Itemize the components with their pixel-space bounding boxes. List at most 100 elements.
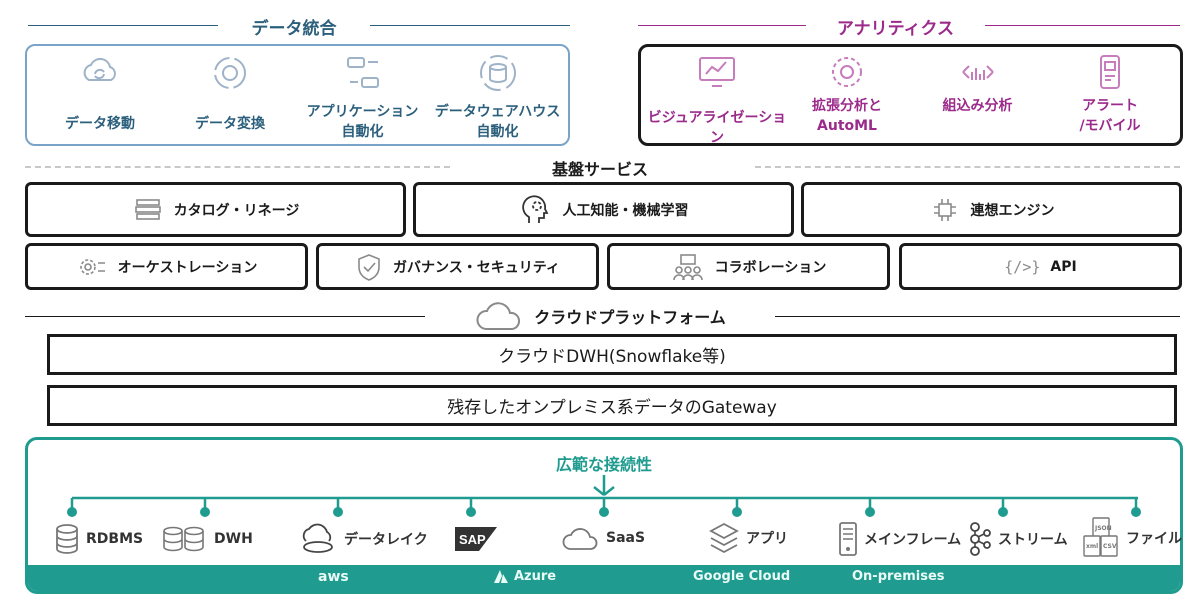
foundation-box-orchestration: オーケストレーション	[25, 243, 308, 290]
connectivity-item-label: DWH	[214, 531, 253, 547]
connectivity-item-mainframe: メインフレーム	[838, 521, 961, 557]
analytics-item-label-2: AutoML	[817, 118, 877, 134]
mobile-alert-icon	[1100, 55, 1120, 89]
data-integration-item-label-2: 自動化	[476, 124, 519, 140]
foundation-divider-left	[25, 166, 450, 168]
foundation-box-label: ガバナンス・セキュリティ	[393, 259, 560, 276]
server-icon	[839, 522, 857, 556]
gears-icon	[79, 258, 105, 275]
ai-head-icon	[521, 194, 548, 223]
gateway-bar: 残存したオンプレミス系データのGateway	[47, 385, 1177, 426]
analytics-item-visualization: ビジュアライゼーション	[642, 52, 792, 146]
database-icon	[56, 524, 78, 554]
foundation-box-governance: ガバナンス・セキュリティ	[316, 243, 599, 290]
data-integration-item-label-2: 自動化	[341, 124, 384, 140]
data-integration-divider-right	[370, 25, 570, 26]
foundation-box-label: 人工知能・機械学習	[562, 202, 689, 219]
analytics-divider-left	[638, 25, 806, 26]
cloud-label-google: Google Cloud	[693, 569, 791, 584]
foundation-box-ai: 人工知能・機械学習	[413, 182, 794, 237]
data-integration-item-label: データ変換	[195, 116, 265, 132]
analytics-item-label-2: /モバイル	[1079, 118, 1141, 134]
connectivity-item-dwh: DWH	[160, 523, 253, 555]
analytics-title: アナリティクス	[806, 14, 985, 39]
database-stack-icon	[163, 526, 204, 552]
shield-icon	[358, 253, 380, 281]
connectivity-item-datalake: データレイク	[298, 523, 428, 555]
foundation-box-label: オーケストレーション	[117, 259, 258, 276]
analytics-item-augmented: 拡張分析と AutoML	[792, 52, 902, 142]
foundation-box-label: カタログ・リネージ	[173, 202, 300, 219]
foundation-box-api: {/>} API	[899, 243, 1182, 290]
cloud-platform-heading: クラウドプラットフォーム	[440, 298, 760, 334]
analytics-item-label: 組込み分析	[942, 98, 1013, 114]
code-icon: {/>}	[1004, 257, 1041, 276]
cloud-dwh-label: クラウドDWH(Snowflake等)	[498, 347, 726, 367]
data-integration-title: データ統合	[218, 14, 370, 39]
analytics-item-alert: アラート /モバイル	[1045, 52, 1175, 142]
books-icon	[134, 198, 161, 220]
cloud-label-azure: Azure	[493, 569, 556, 584]
connectivity-item-file: JSON xml CSV ファイル	[1082, 516, 1182, 560]
connectivity-item-app: アプリ	[708, 521, 788, 555]
connectivity-item-stream: ストリーム	[968, 521, 1068, 557]
connectivity-cloud-band	[28, 565, 1180, 591]
cloud-icon	[562, 528, 598, 550]
cloud-platform-divider-left	[25, 316, 425, 317]
connectivity-item-label: データレイク	[344, 532, 428, 548]
cloud-icon	[476, 302, 521, 330]
connectivity-item-saas: SaaS	[560, 523, 645, 553]
analytics-item-label: ビジュアライゼーション	[647, 110, 787, 146]
sap-logo-text: SAP	[459, 532, 486, 547]
cloud-platform-divider-right	[775, 316, 1180, 317]
data-integration-item-label-1: アプリケーション	[306, 104, 419, 120]
data-integration-item-transform: データ変換	[170, 50, 290, 140]
svg-text:CSV: CSV	[1103, 543, 1117, 550]
dashboard-icon	[699, 57, 735, 87]
connectivity-item-sap: SAP	[455, 527, 497, 551]
cloud-dwh-bar: クラウドDWH(Snowflake等)	[47, 334, 1177, 375]
analytics-item-label-1: 拡張分析と	[812, 98, 882, 114]
connectivity-item-label: RDBMS	[86, 531, 144, 547]
foundation-box-collaboration: コラボレーション	[607, 243, 890, 290]
cloud-label-onprem: On-premises	[852, 569, 945, 584]
chip-icon	[933, 198, 956, 221]
cloud-sync-icon	[83, 57, 116, 81]
connectivity-item-label: メインフレーム	[864, 532, 962, 548]
analytics-panel	[638, 44, 1183, 146]
cloud-label-aws: aws	[318, 569, 349, 585]
connectivity-item-label: アプリ	[746, 531, 788, 547]
cycle-icon	[214, 57, 246, 89]
gateway-label: 残存したオンプレミス系データのGateway	[447, 398, 777, 418]
foundation-box-label: 連想エンジン	[970, 202, 1055, 219]
foundation-box-catalog: カタログ・リネージ	[25, 182, 406, 237]
data-integration-item-move: データ移動	[40, 50, 160, 140]
cloud-platform-title: クラウドプラットフォーム	[534, 308, 726, 327]
connectivity-item-label: ファイル	[1126, 531, 1182, 547]
flow-icon	[346, 57, 379, 88]
data-integration-panel	[25, 44, 570, 146]
connectivity-title: 広範な接続性	[555, 455, 652, 474]
svg-text:JSON: JSON	[1094, 525, 1112, 532]
people-icon	[672, 253, 703, 280]
cloud-label-azure-text: Azure	[514, 569, 557, 584]
layers-icon	[709, 522, 739, 554]
sap-logo-icon: SAP	[455, 527, 497, 551]
data-integration-item-dwh: データウェアハウス 自動化	[430, 50, 565, 140]
connectivity-item-label: SaaS	[606, 530, 646, 546]
foundation-box-associative: 連想エンジン	[801, 182, 1182, 237]
analytics-divider-right	[985, 25, 1180, 26]
stream-icon	[970, 522, 991, 556]
azure-logo-icon	[494, 569, 508, 583]
data-integration-item-label: データ移動	[65, 116, 135, 132]
data-integration-item-app: アプリケーション 自動化	[300, 50, 425, 140]
foundation-divider-right	[755, 166, 1180, 168]
foundation-box-label: コラボレーション	[714, 259, 827, 276]
connectivity-item-rdbms: RDBMS	[54, 523, 143, 555]
analytics-item-embedded: 組込み分析	[920, 52, 1035, 142]
svg-text:xml: xml	[1086, 543, 1098, 550]
foundation-title: 基盤サービス	[505, 156, 695, 180]
foundation-box-label: API	[1050, 258, 1077, 275]
embedded-chart-icon	[961, 65, 994, 80]
brain-gear-icon	[832, 57, 862, 87]
